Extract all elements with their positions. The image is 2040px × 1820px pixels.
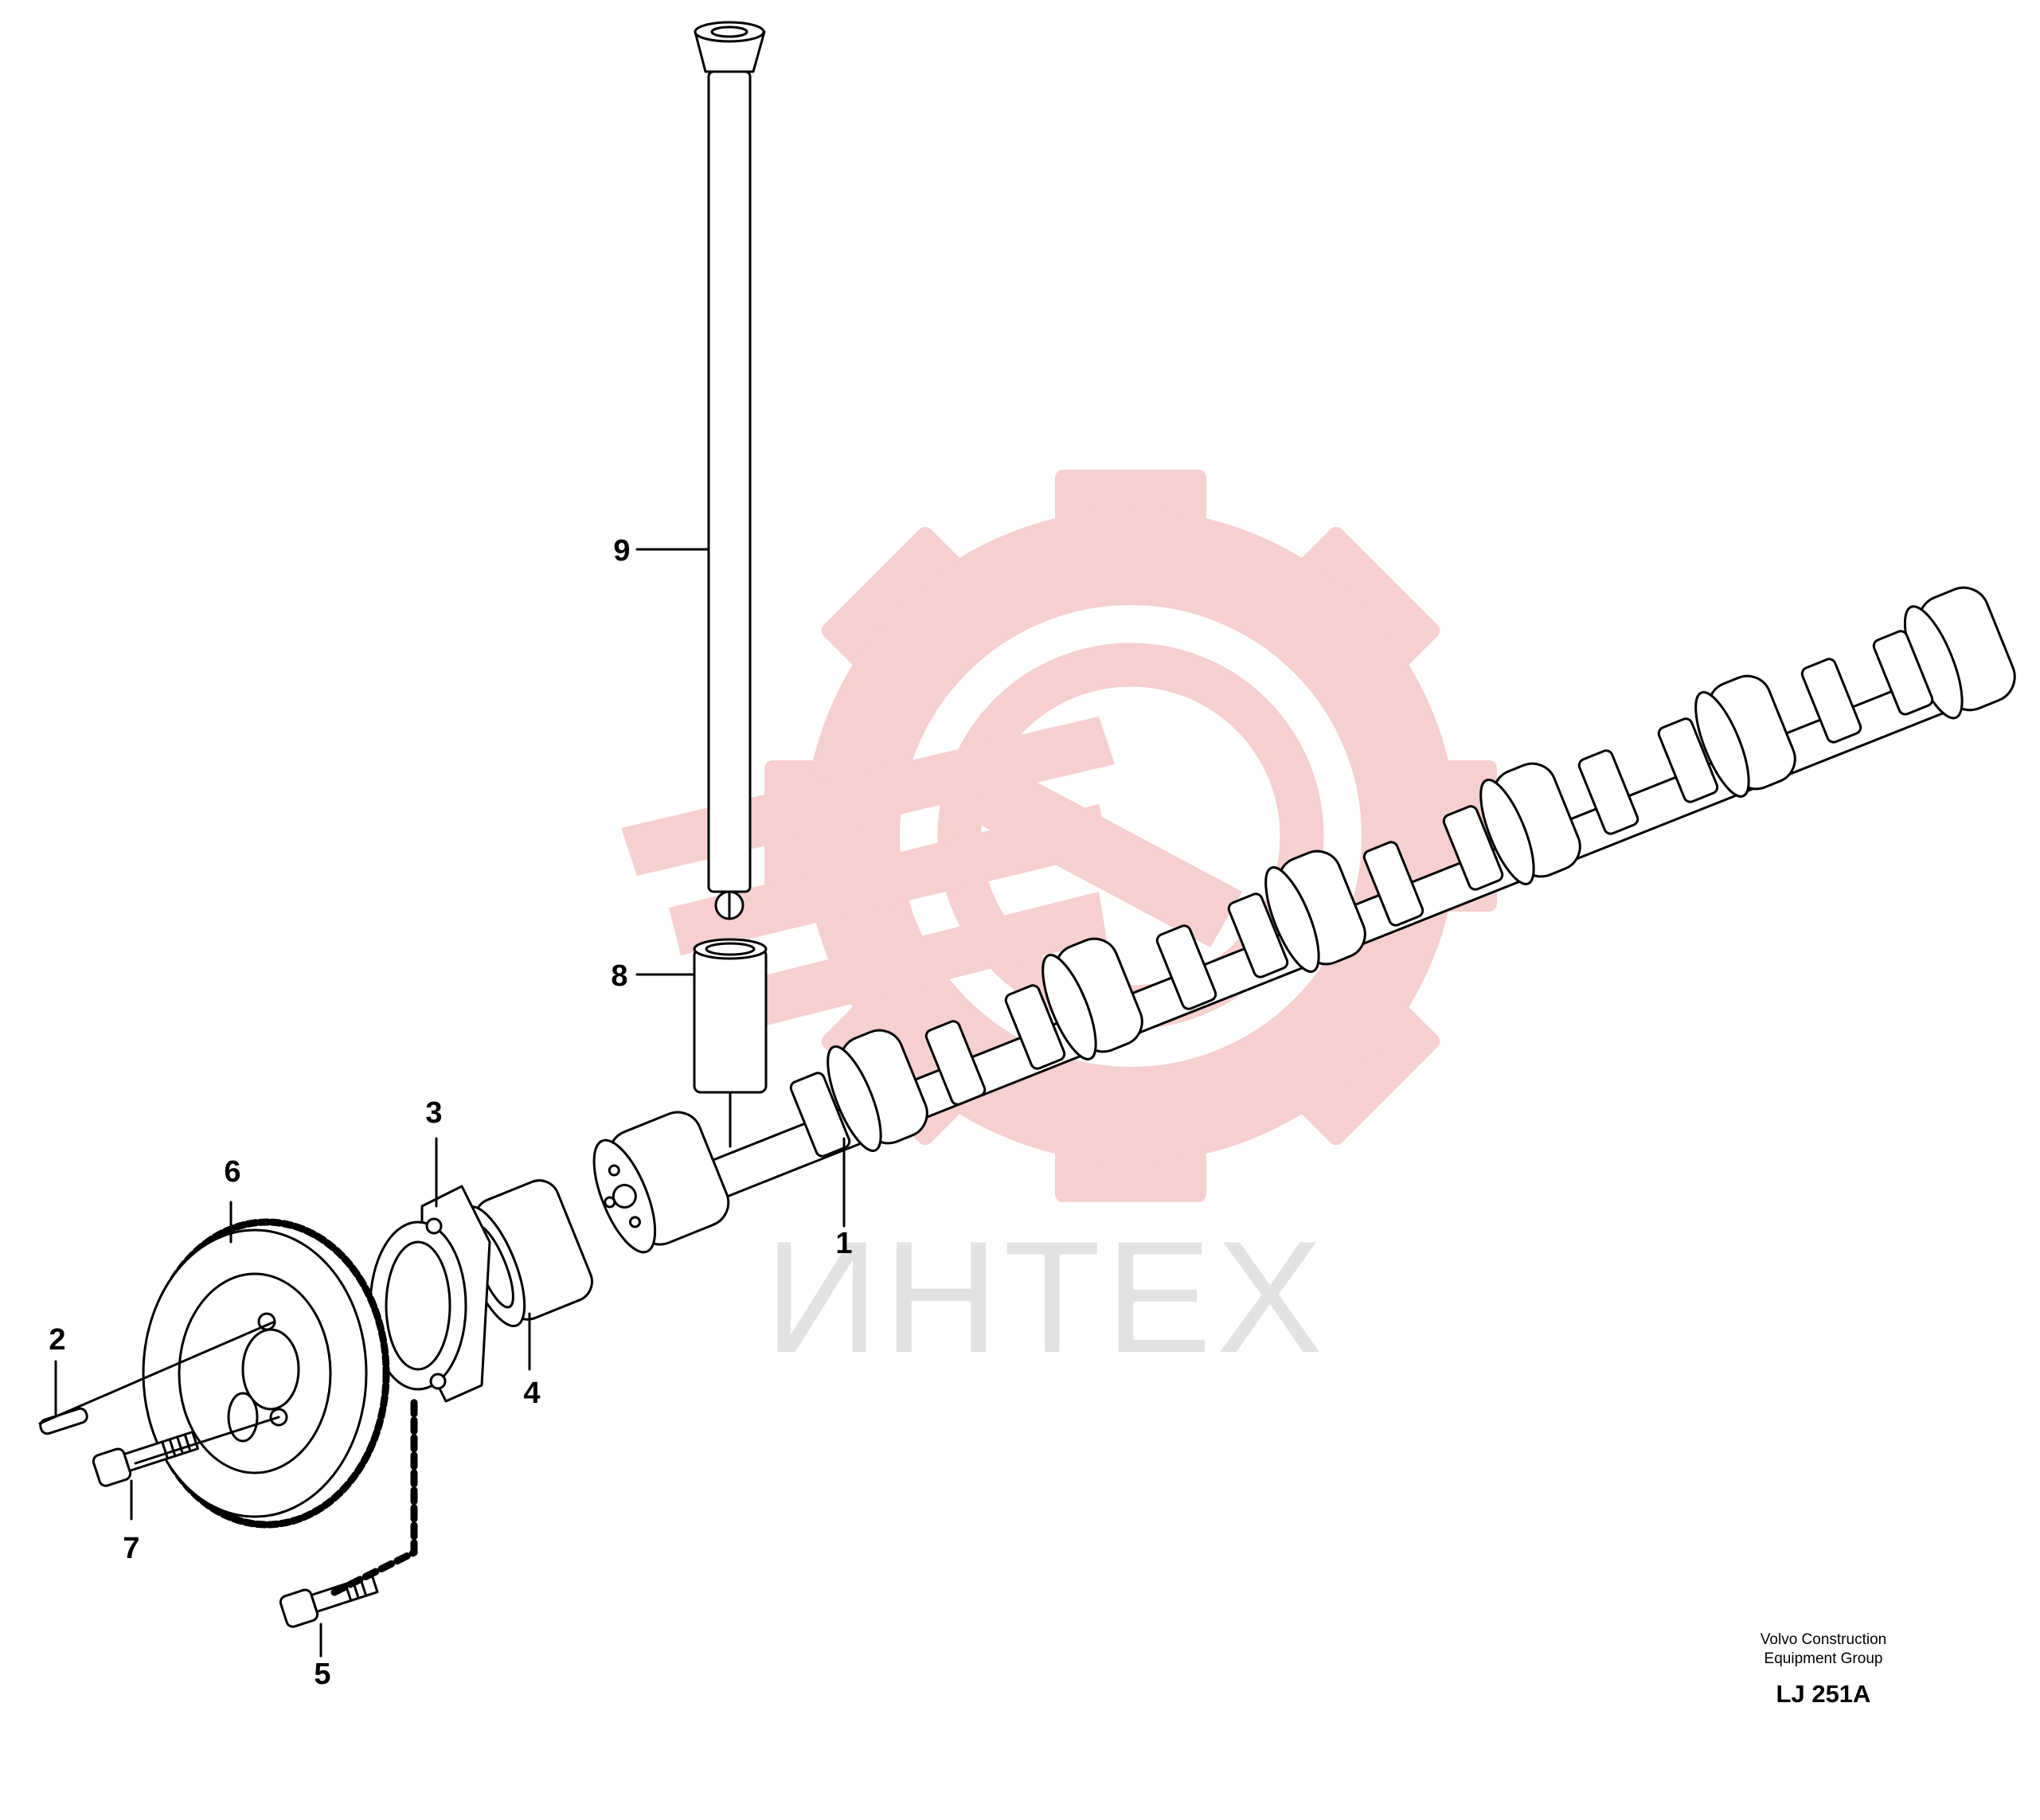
camshaft-journals	[827, 586, 2016, 1152]
callout-1: 1	[835, 1227, 853, 1260]
callout-8: 8	[611, 959, 628, 993]
push-rod	[694, 21, 766, 920]
callout-7: 7	[123, 1532, 140, 1565]
leader-lines	[54, 548, 846, 1658]
thrust-flange	[369, 1185, 491, 1403]
callout-3: 3	[425, 1096, 443, 1130]
camshaft	[592, 586, 2016, 1254]
publisher-line-2: Equipment Group	[1764, 1650, 1883, 1667]
drawing-code: LJ 251A	[1776, 1680, 1871, 1708]
assembly-lines	[38, 890, 732, 1596]
flange-bolt	[279, 1574, 379, 1628]
callout-4: 4	[523, 1377, 541, 1410]
callout-6: 6	[224, 1155, 241, 1189]
watermark-text: ИНТЕХ	[764, 1209, 1328, 1386]
camshaft-front-journal	[592, 1111, 730, 1254]
publisher-block: Volvo Construction Equipment Group LJ 25…	[1761, 1631, 1886, 1709]
valve-tappet	[693, 938, 768, 1094]
callout-5: 5	[314, 1658, 331, 1691]
callout-9: 9	[613, 534, 631, 568]
publisher-line-1: Volvo Construction	[1760, 1631, 1887, 1648]
callout-2: 2	[49, 1323, 66, 1357]
timing-gear	[142, 1218, 390, 1529]
cam-lobes	[789, 630, 1934, 1158]
